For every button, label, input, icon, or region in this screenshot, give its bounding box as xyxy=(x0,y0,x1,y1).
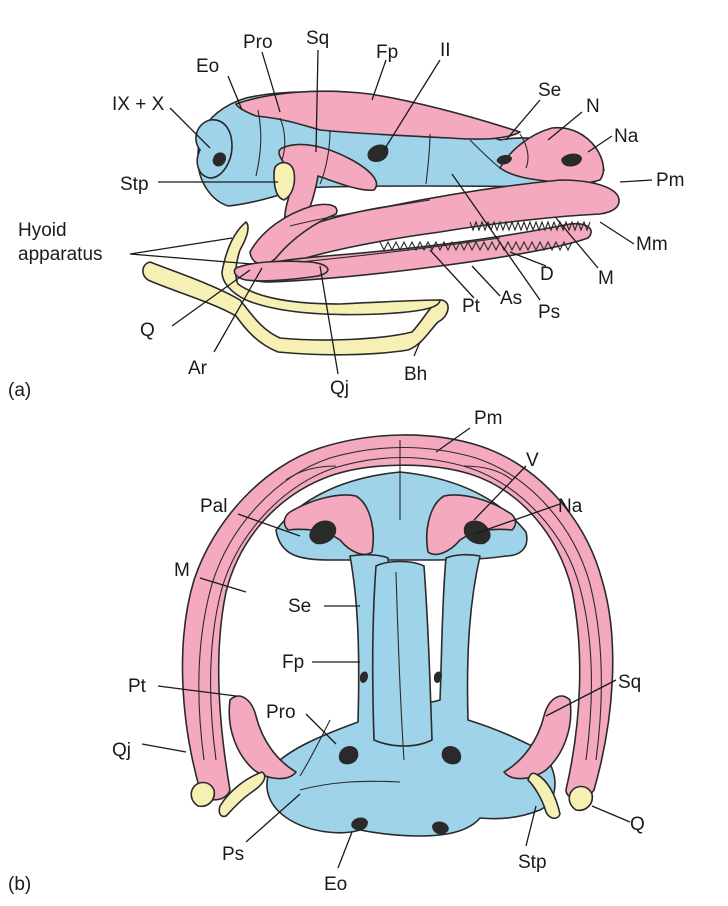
lower-jaw-shape xyxy=(243,222,592,283)
label-b-pm: Pm xyxy=(474,408,503,429)
upper-teeth-row xyxy=(379,240,573,252)
label-hyoid-1: Hyoid xyxy=(18,220,67,241)
label-as: As xyxy=(500,288,522,309)
right-occipital-foramen xyxy=(432,821,449,835)
label-bh: Bh xyxy=(404,364,427,385)
suture-lines-a xyxy=(255,109,529,263)
label-pro: Pro xyxy=(243,32,273,53)
label-eo: Eo xyxy=(196,56,219,77)
label-n: N xyxy=(586,96,600,117)
left-stapes-shape xyxy=(218,771,266,818)
label-pm: Pm xyxy=(656,170,685,191)
label-b-stp: Stp xyxy=(518,852,547,873)
label-pt: Pt xyxy=(462,296,481,317)
suture-lines-b xyxy=(285,440,513,791)
hyoid-horn-shape xyxy=(221,221,441,316)
label-b-se: Se xyxy=(288,596,311,617)
label-b-fp: Fp xyxy=(282,652,304,673)
label-b-ps: Ps xyxy=(222,844,244,865)
panel-label-b: (b) xyxy=(8,874,31,895)
left-quadrate-shape xyxy=(190,781,216,808)
label-ps: Ps xyxy=(538,302,560,323)
label-fp: Fp xyxy=(376,42,398,63)
label-d: D xyxy=(540,264,554,285)
right-pterygoid-shape xyxy=(503,695,572,780)
label-b-qj: Qj xyxy=(112,740,131,761)
exoccipital-foramen-shape xyxy=(212,152,226,167)
right-prootic-foramen xyxy=(441,746,462,765)
label-b-q: Q xyxy=(630,814,645,835)
left-occipital-foramen xyxy=(351,817,368,831)
left-naris-foramen xyxy=(309,520,337,545)
maxillary-arch-shape xyxy=(181,434,614,801)
leader-lines-b xyxy=(141,427,631,869)
label-ar: Ar xyxy=(188,358,208,379)
tooth-bead-row-b xyxy=(198,447,602,761)
leader-lines-a xyxy=(129,49,653,375)
optic-foramen-shape xyxy=(367,144,389,162)
panel-a-lateral-view: Pro Sq Fp II Eo IX + X Se N Na Pm Stp Hy… xyxy=(8,28,685,401)
frontoparietal-strip-shape xyxy=(371,560,433,747)
label-ix-x: IX + X xyxy=(112,94,165,115)
label-na: Na xyxy=(614,126,639,147)
label-qj: Qj xyxy=(330,378,349,399)
nasal-region-shape xyxy=(499,126,605,185)
label-stp: Stp xyxy=(120,174,149,195)
label-se: Se xyxy=(538,80,561,101)
label-b-v: V xyxy=(526,450,539,471)
panel-b-dorsal-view: Pm V Pal Na M Se Fp Pt Sq Pro Qj Q Ps St… xyxy=(8,408,645,895)
hyoid-apparatus-shape xyxy=(142,261,449,356)
right-quadrate-shape xyxy=(568,785,594,812)
label-b-pro: Pro xyxy=(266,702,296,723)
label-b-eo: Eo xyxy=(324,874,347,895)
left-prootic-foramen xyxy=(338,746,359,765)
label-b-pal: Pal xyxy=(200,496,227,517)
label-m: M xyxy=(598,268,614,289)
right-stapes-shape xyxy=(527,772,561,820)
label-b-sq: Sq xyxy=(618,672,641,693)
panel-label-a: (a) xyxy=(8,380,31,401)
label-q: Q xyxy=(140,320,155,341)
stapes-shape xyxy=(273,161,296,201)
label-b-pt: Pt xyxy=(128,676,147,697)
frontoparietal-shape xyxy=(235,90,521,140)
label-sq: Sq xyxy=(306,28,329,49)
orbit-small-shape xyxy=(496,155,512,165)
tooth-bead-row-inner-b xyxy=(210,456,592,761)
naris-shape xyxy=(561,153,582,167)
label-ii: II xyxy=(440,40,451,61)
left-pterygoid-shape xyxy=(228,695,297,780)
label-b-m: M xyxy=(174,560,190,581)
label-hyoid-2: apparatus xyxy=(18,244,103,265)
upper-jaw-shape xyxy=(257,179,620,267)
label-b-na: Na xyxy=(558,496,583,517)
label-mm: Mm xyxy=(636,234,668,255)
